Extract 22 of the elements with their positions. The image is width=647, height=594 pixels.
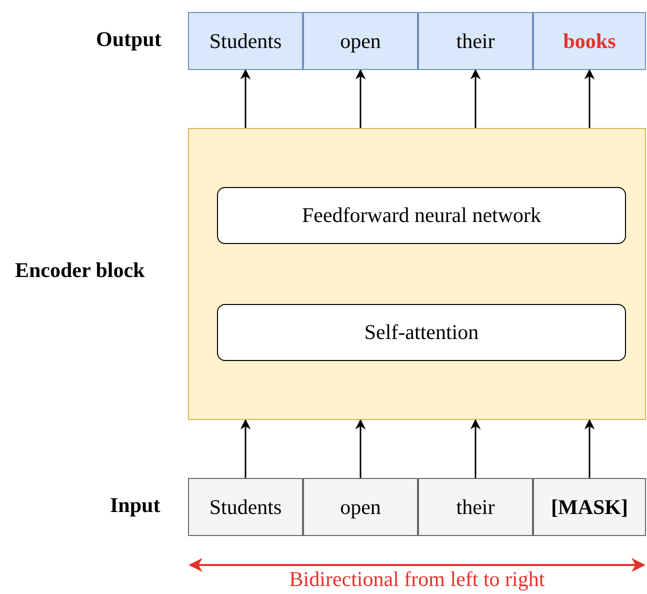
layer-box: Self-attention — [217, 304, 626, 361]
token-cell: their — [418, 478, 533, 536]
direction-caption: Bidirectional from left to right — [288, 567, 546, 592]
row-label: Input — [110, 493, 160, 518]
arrow — [355, 68, 366, 128]
row-label: Output — [96, 27, 162, 52]
arrow — [470, 68, 481, 128]
token-cell: their — [418, 12, 533, 70]
token-cell: open — [303, 478, 418, 536]
arrow — [584, 418, 595, 478]
block-label: Encoder block — [15, 258, 145, 283]
arrow — [355, 418, 366, 478]
token-cell: Students — [188, 12, 303, 70]
token-cell: Students — [188, 478, 303, 536]
token-cell: [MASK] — [533, 478, 646, 536]
arrow — [470, 418, 481, 478]
token-cell: open — [303, 12, 418, 70]
arrow — [584, 68, 595, 128]
token-cell: books — [533, 12, 646, 70]
layer-box: Feedforward neural network — [217, 187, 626, 244]
arrow — [240, 418, 251, 478]
arrow — [240, 68, 251, 128]
